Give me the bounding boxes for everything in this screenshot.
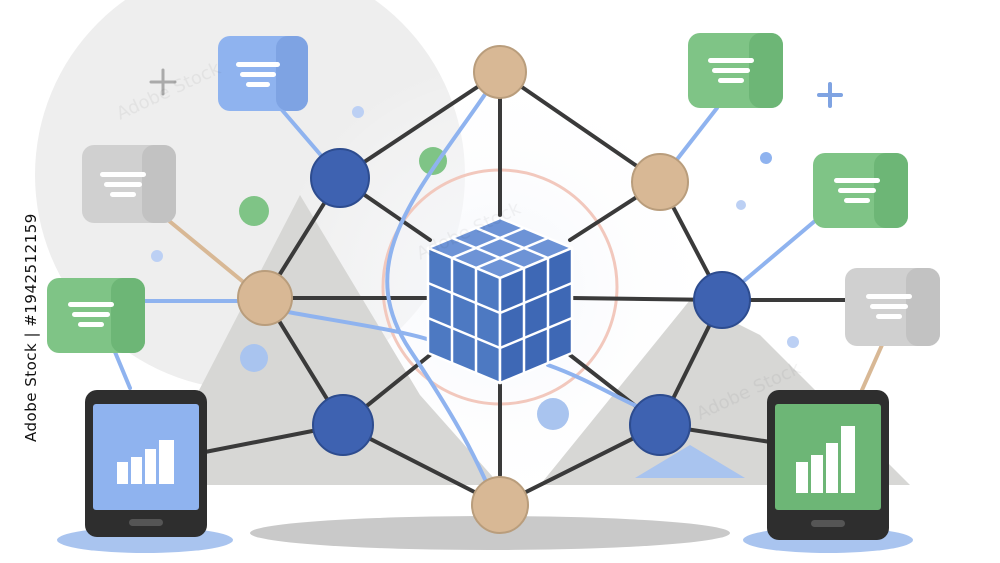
bar-chart-icon	[796, 426, 855, 493]
mountain-left	[150, 195, 500, 485]
grid-line	[427, 316, 501, 350]
grid-line	[451, 236, 525, 270]
tablet-left	[57, 390, 233, 553]
node-blue-bottom-left	[312, 394, 374, 456]
card-green-left	[47, 278, 145, 353]
dot	[787, 336, 799, 348]
dot	[760, 152, 772, 164]
cube-grid	[427, 226, 573, 373]
data-cube	[426, 216, 574, 385]
node-tan-bottom	[471, 476, 529, 534]
dot	[736, 200, 746, 210]
network-nodes	[237, 45, 751, 534]
card-green-right	[813, 153, 908, 228]
sparkle-plus-blue	[817, 82, 843, 108]
tablet-home-button	[129, 519, 163, 526]
node-blue-right	[693, 271, 751, 329]
grid-line	[475, 226, 549, 260]
dot	[240, 344, 268, 372]
edge	[498, 70, 662, 184]
flow-line	[286, 310, 432, 342]
sparkle-plus-gray	[149, 68, 177, 96]
message-cards	[47, 33, 940, 353]
card-connectors	[113, 106, 884, 392]
tablet-home-button	[811, 520, 845, 527]
connector-line	[280, 108, 327, 162]
mountain-accent	[635, 445, 745, 478]
connector-line	[113, 350, 132, 390]
grid-line	[451, 226, 525, 260]
dot	[151, 250, 163, 262]
edge	[338, 70, 502, 180]
dot	[419, 147, 447, 175]
dot	[352, 106, 364, 118]
grid-line	[475, 236, 549, 270]
bar-chart-icon	[117, 440, 174, 484]
tablet-right	[743, 390, 913, 553]
dot	[239, 196, 269, 226]
dot	[537, 398, 569, 430]
node-tan-top-right	[631, 153, 689, 211]
connector-line	[743, 213, 824, 282]
node-tan-left	[237, 270, 293, 326]
card-green-top-right	[688, 33, 783, 108]
connector-line	[673, 106, 719, 164]
connector-line	[166, 218, 249, 287]
ground-shadow	[250, 516, 730, 550]
card-blue-top-left	[218, 36, 308, 111]
grid-line	[427, 281, 501, 315]
grid-line	[499, 316, 573, 350]
decorations	[149, 68, 843, 430]
card-gray-right	[845, 268, 940, 346]
connector-line	[860, 343, 884, 392]
node-tan-top	[473, 45, 527, 99]
flow-line	[385, 88, 492, 492]
node-blue-top-left	[310, 148, 370, 208]
card-gray-left	[82, 145, 176, 223]
grid-line	[499, 281, 573, 315]
node-blue-bottom-right	[629, 394, 691, 456]
stock-id-label: Adobe Stock | #1942512159	[22, 213, 40, 442]
